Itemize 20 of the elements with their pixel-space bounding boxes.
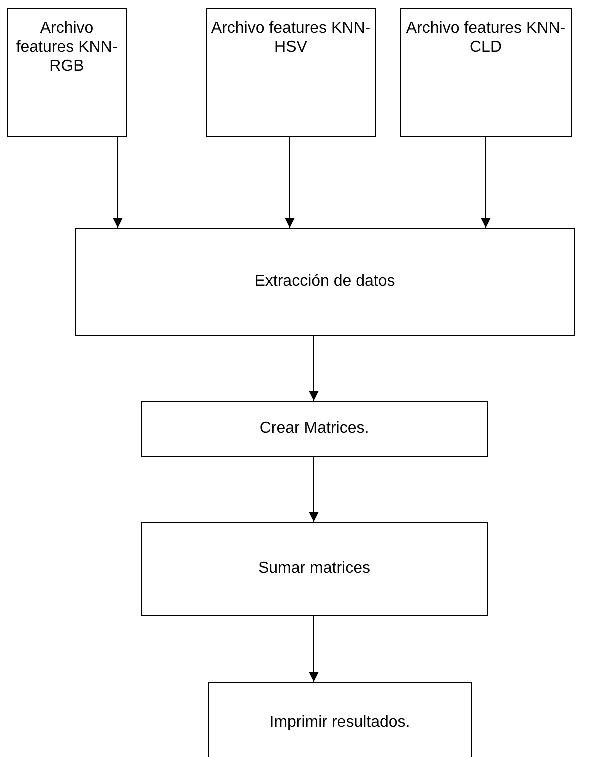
process-box bbox=[75, 228, 575, 336]
box-label: Archivo features KNN-HSV bbox=[211, 19, 371, 58]
process-box bbox=[208, 682, 472, 757]
process-box bbox=[141, 522, 488, 616]
box-label: Imprimir resultados. bbox=[270, 712, 410, 732]
arrow bbox=[285, 136, 295, 228]
box-label: Crear Matrices. bbox=[260, 419, 370, 439]
process-box bbox=[7, 8, 127, 137]
box-label: Extracción de datos bbox=[254, 272, 396, 292]
arrow bbox=[481, 136, 491, 228]
arrow bbox=[113, 136, 123, 228]
arrow bbox=[309, 616, 319, 682]
box-label: Archivo features KNN-CLD bbox=[405, 19, 567, 58]
process-box bbox=[206, 8, 376, 137]
process-box bbox=[141, 401, 488, 457]
arrow bbox=[309, 336, 319, 402]
arrow bbox=[309, 456, 319, 522]
process-box bbox=[400, 8, 572, 137]
box-label: Sumar matrices bbox=[258, 559, 371, 579]
box-label: Archivo features KNN-RGB bbox=[15, 19, 119, 77]
